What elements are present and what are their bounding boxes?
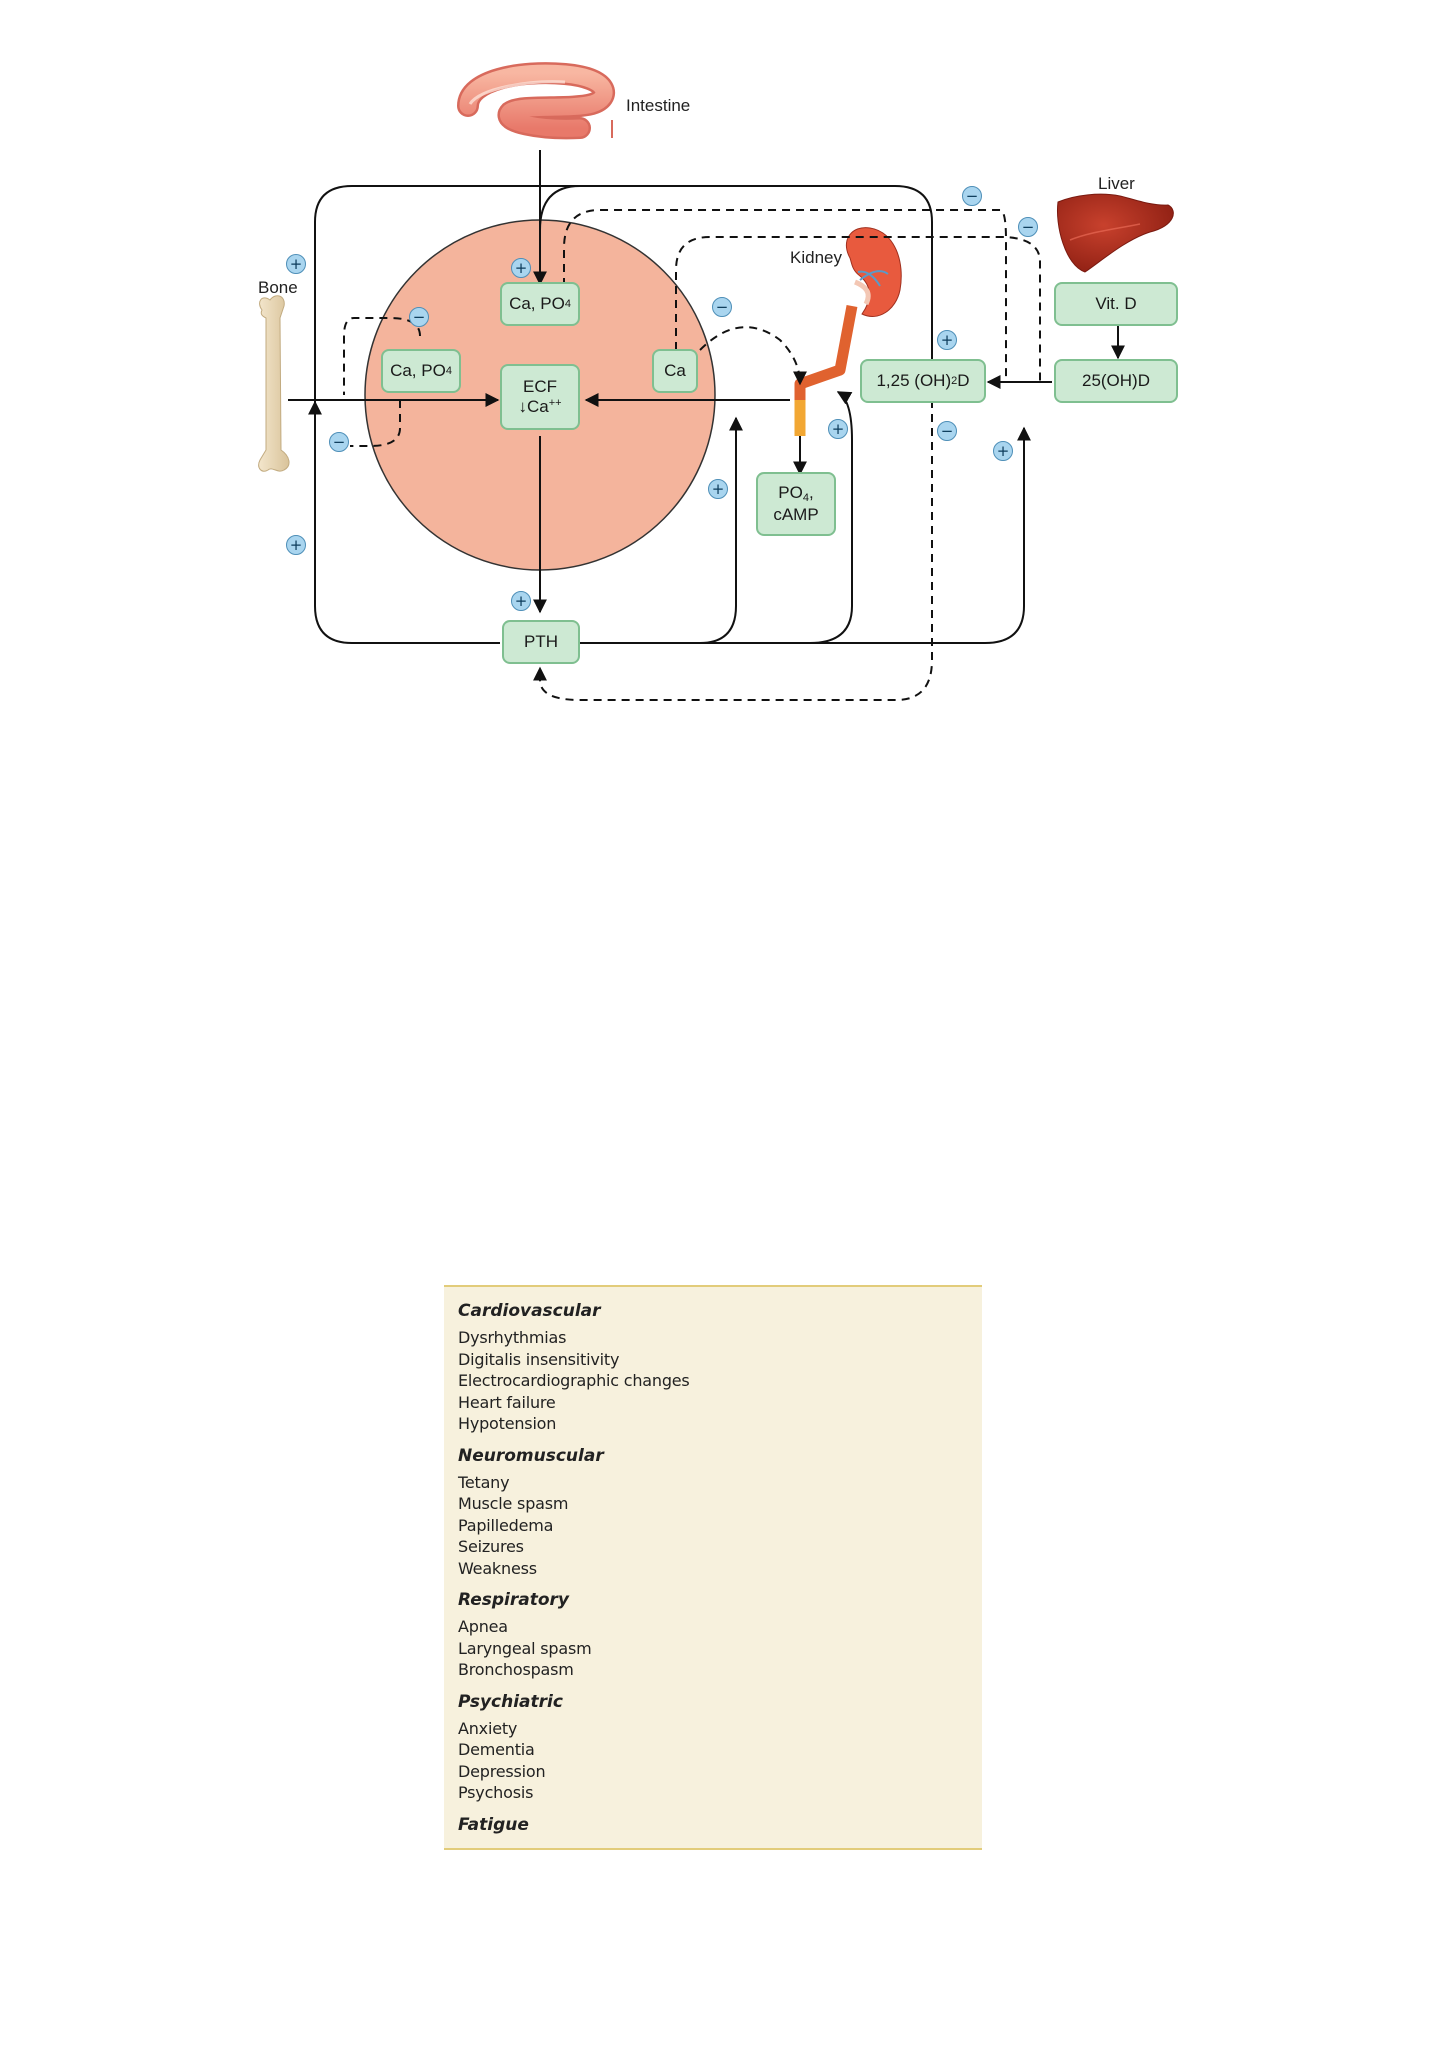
po4-camp-box: PO4, cAMP	[756, 472, 836, 536]
symptom-item: Seizures	[458, 1537, 524, 1556]
intestine-illustration	[457, 62, 615, 140]
pth-text: PTH	[524, 632, 558, 652]
symptom-item: Electrocardiographic changes	[458, 1371, 690, 1390]
calcitriol-text-b: D	[957, 371, 970, 391]
ecf-label: ECF	[523, 377, 557, 397]
category-psychiatric: Psychiatric Anxiety Dementia Depression …	[458, 1692, 982, 1804]
ecf-box: ECF ↓Ca++	[500, 364, 580, 430]
liver-illustration	[1056, 193, 1174, 273]
plus-sign-icon: +	[828, 419, 848, 439]
po4-comma: ,	[808, 483, 814, 503]
ecf-calcium-text: ↓Ca	[518, 397, 549, 416]
category-respiratory: Respiratory Apnea Laryngeal spasm Bronch…	[458, 1590, 982, 1681]
liver-label: Liver	[1098, 174, 1135, 193]
category-cardiovascular: Cardiovascular Dysrhythmias Digitalis in…	[458, 1301, 982, 1435]
diagram-canvas	[258, 62, 1174, 701]
plus-sign-icon: +	[511, 258, 531, 278]
pth-box: PTH	[502, 620, 580, 664]
kidney-ca-text: Ca	[664, 361, 686, 381]
vit-d-text: Vit. D	[1095, 294, 1137, 314]
solid-pathways	[288, 150, 1125, 644]
symptom-item: Dysrhythmias	[458, 1328, 567, 1347]
category-title: Neuromuscular	[458, 1445, 604, 1466]
minus-sign-icon: −	[937, 421, 957, 441]
minus-sign-icon: −	[1018, 217, 1038, 237]
calcidiol-text: 25(OH)D	[1081, 371, 1150, 391]
bone-ca-po4-sub: 4	[445, 364, 452, 377]
plus-sign-icon: +	[937, 330, 957, 350]
po4-line: PO4,	[778, 483, 813, 505]
hypocalcemia-symptom-table: Cardiovascular Dysrhythmias Digitalis in…	[444, 1285, 982, 1850]
symptom-item: Heart failure	[458, 1392, 556, 1412]
dashed-pathways	[343, 209, 1041, 701]
kidney-illustration	[794, 227, 902, 436]
symptom-item: Digitalis insensitivity	[458, 1349, 620, 1369]
calcitriol-sub: 2	[951, 374, 958, 387]
symptom-item: Hypotension	[458, 1414, 557, 1433]
intestine-ca-po4-text: Ca, PO	[509, 294, 565, 314]
intestine-label: Intestine	[626, 96, 691, 115]
calcitriol-text-a: 1,25 (OH)	[876, 371, 952, 391]
ecf-calcium-sup: ++	[548, 397, 562, 409]
category-neuromuscular: Neuromuscular Tetany Muscle spasm Papill…	[458, 1446, 982, 1580]
po4-text: PO	[778, 483, 803, 503]
bone-label: Bone	[258, 278, 298, 297]
minus-sign-icon: −	[409, 307, 429, 327]
bone-ca-po4-text: Ca, PO	[390, 361, 446, 381]
camp-text: cAMP	[773, 505, 819, 525]
symptom-item: Muscle spasm	[458, 1494, 569, 1513]
minus-sign-icon: −	[329, 432, 349, 452]
po4-sub: 4	[802, 492, 809, 505]
symptom-item: Anxiety	[458, 1718, 518, 1738]
minus-sign-icon: −	[962, 186, 982, 206]
symptom-item: Tetany	[458, 1472, 510, 1492]
symptom-item: Bronchospasm	[458, 1660, 574, 1679]
minus-sign-icon: −	[712, 297, 732, 317]
ecf-calcium: ↓Ca++	[518, 397, 561, 417]
intestine-ca-po4-sub: 4	[564, 297, 571, 310]
category-title: Psychiatric	[458, 1691, 563, 1712]
category-fatigue: Fatigue	[458, 1815, 982, 1835]
plus-sign-icon: +	[511, 591, 531, 611]
category-title: Cardiovascular	[458, 1301, 601, 1321]
plus-sign-icon: +	[708, 479, 728, 499]
symptom-item: Apnea	[458, 1617, 508, 1636]
symptom-item: Dementia	[458, 1740, 535, 1759]
vit-d-box: Vit. D	[1054, 282, 1178, 326]
category-title: Respiratory	[458, 1590, 570, 1610]
symptom-item: Depression	[458, 1761, 546, 1781]
plus-sign-icon: +	[286, 254, 306, 274]
category-title: Fatigue	[458, 1814, 529, 1835]
kidney-ca-box: Ca	[652, 349, 698, 393]
symptom-item: Papilledema	[458, 1515, 554, 1535]
plus-sign-icon: +	[286, 535, 306, 555]
symptom-item: Psychosis	[458, 1783, 534, 1802]
plus-sign-icon: +	[993, 441, 1013, 461]
symptom-item: Weakness	[458, 1558, 537, 1578]
calcidiol-box: 25(OH)D	[1054, 359, 1178, 403]
kidney-label: Kidney	[790, 248, 842, 267]
symptom-item: Laryngeal spasm	[458, 1638, 592, 1658]
bone-illustration	[258, 295, 290, 472]
